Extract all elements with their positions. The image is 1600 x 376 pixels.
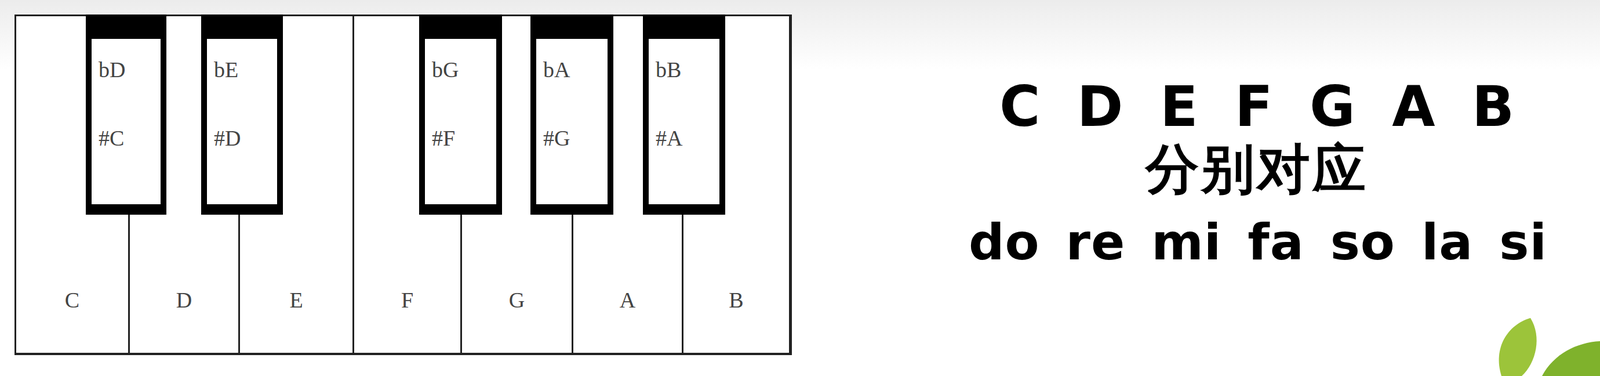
label-text: 分别对应 (1145, 137, 1369, 200)
key-note-name: B (683, 288, 789, 311)
key-note-name: #F (431, 126, 456, 149)
key-note-name: #A (655, 126, 683, 149)
label-text: C D E F G A B (999, 74, 1515, 140)
black-key: bG #F (419, 14, 503, 215)
key-note-name: C (16, 288, 129, 311)
black-key: bD #C (85, 14, 167, 215)
key-note-name: bG (431, 58, 459, 81)
note-text: do re mi fa so la si (968, 214, 1548, 270)
caption-text: 分别对应 (1145, 139, 1369, 199)
key-note-name: #D (213, 126, 241, 149)
note-text: C D E F G A B (999, 76, 1515, 138)
leaf (1542, 340, 1600, 376)
key-note-name: F (354, 288, 461, 311)
key-note-name: #C (98, 126, 125, 149)
black-key: bA #G (530, 14, 614, 215)
key-note-name: A (573, 288, 682, 311)
leaf (1499, 317, 1537, 376)
key-note-name: bD (98, 58, 126, 81)
label-text: do re mi fa so la si (968, 212, 1548, 271)
key-note-name: bB (655, 58, 682, 81)
key-note-name: G (462, 288, 572, 311)
key-note-name: E (240, 288, 353, 311)
black-key: bB #A (642, 14, 726, 215)
key-note-name: bA (543, 58, 570, 81)
key-note-name: #G (543, 126, 570, 149)
key-note-name: D (129, 288, 239, 311)
key-note-name: bE (213, 58, 239, 81)
black-key: bE #D (201, 14, 283, 215)
